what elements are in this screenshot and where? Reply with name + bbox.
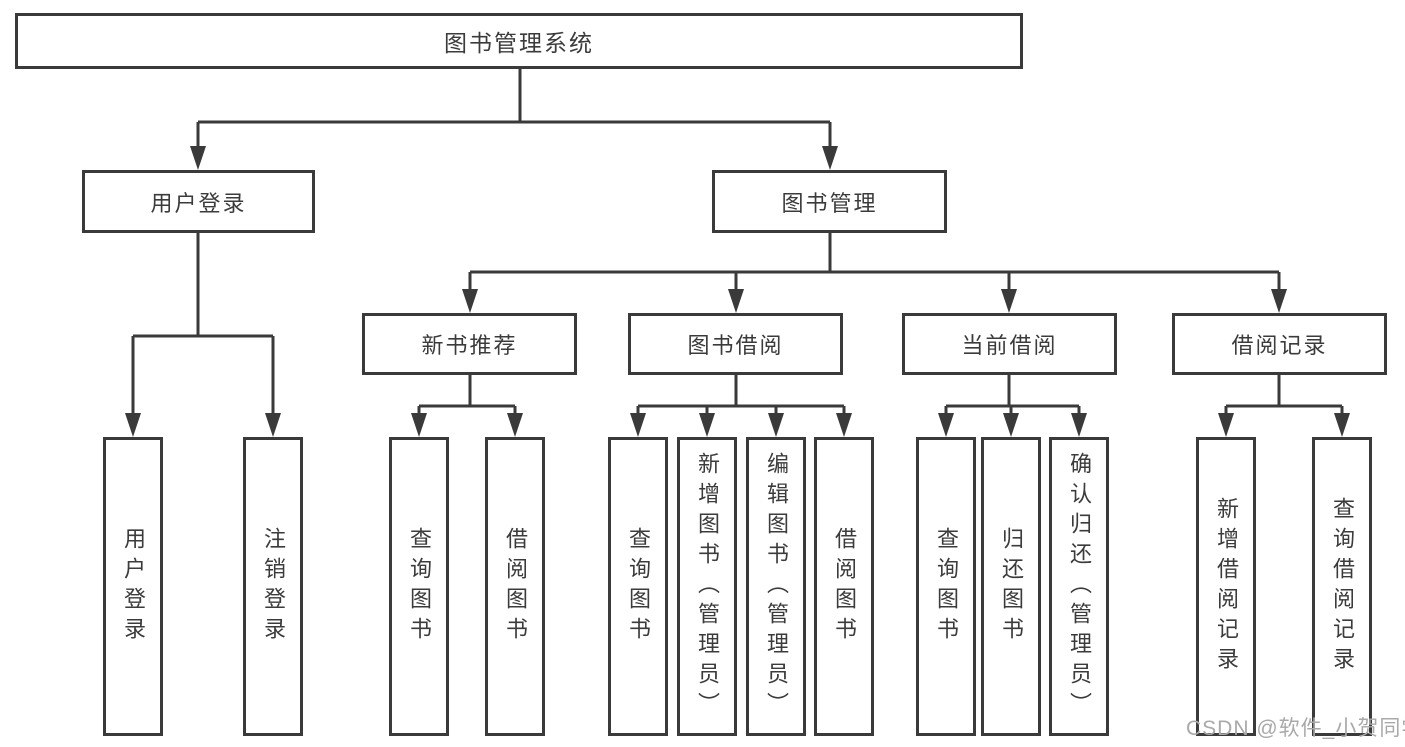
leaf-label: 查询借阅记录 — [1330, 496, 1355, 677]
node-book-borrowing: 图书借阅 — [628, 313, 843, 375]
leaf-label: 归还图书 — [999, 526, 1024, 647]
leaf-borrow-books-borrowing: 借阅图书 — [814, 437, 874, 736]
leaf-label: 查询图书 — [407, 526, 432, 647]
leaf-query-books-borrowing: 查询图书 — [608, 437, 668, 736]
leaf-confirm-return-admin: 确认归还（管理员） — [1049, 437, 1109, 736]
leaf-label: 确认归还（管理员） — [1067, 451, 1092, 722]
leaf-label: 查询图书 — [626, 526, 651, 647]
leaf-label: 借阅图书 — [832, 526, 857, 647]
leaf-label: 编辑图书（管理员） — [764, 451, 789, 722]
leaf-add-borrow-record: 新增借阅记录 — [1196, 437, 1256, 736]
leaf-label: 查询图书 — [934, 526, 959, 647]
node-current-borrowing: 当前借阅 — [902, 313, 1117, 375]
leaf-query-books-recommend: 查询图书 — [389, 437, 449, 736]
node-user-login: 用户登录 — [82, 170, 315, 233]
node-new-book-recommend: 新书推荐 — [362, 313, 577, 375]
leaf-logout: 注销登录 — [243, 437, 303, 736]
node-library-management-system: 图书管理系统 — [15, 13, 1023, 69]
leaf-label: 新增图书（管理员） — [695, 451, 720, 722]
leaf-add-books-admin: 新增图书（管理员） — [677, 437, 737, 736]
leaf-query-borrow-record: 查询借阅记录 — [1312, 437, 1372, 736]
leaf-label: 用户登录 — [121, 526, 146, 647]
leaf-label: 借阅图书 — [503, 526, 528, 647]
leaf-query-books-current: 查询图书 — [916, 437, 976, 736]
csdn-watermark: CSDN @软件_小贺同学 — [1186, 717, 1405, 740]
node-borrowing-records: 借阅记录 — [1172, 313, 1387, 375]
leaf-borrow-books-recommend: 借阅图书 — [485, 437, 545, 736]
leaf-edit-books-admin: 编辑图书（管理员） — [746, 437, 806, 736]
leaf-label: 新增借阅记录 — [1214, 496, 1239, 677]
leaf-label: 注销登录 — [261, 526, 286, 647]
node-book-management: 图书管理 — [712, 170, 947, 233]
leaf-return-books: 归还图书 — [981, 437, 1041, 736]
leaf-user-login: 用户登录 — [103, 437, 163, 736]
